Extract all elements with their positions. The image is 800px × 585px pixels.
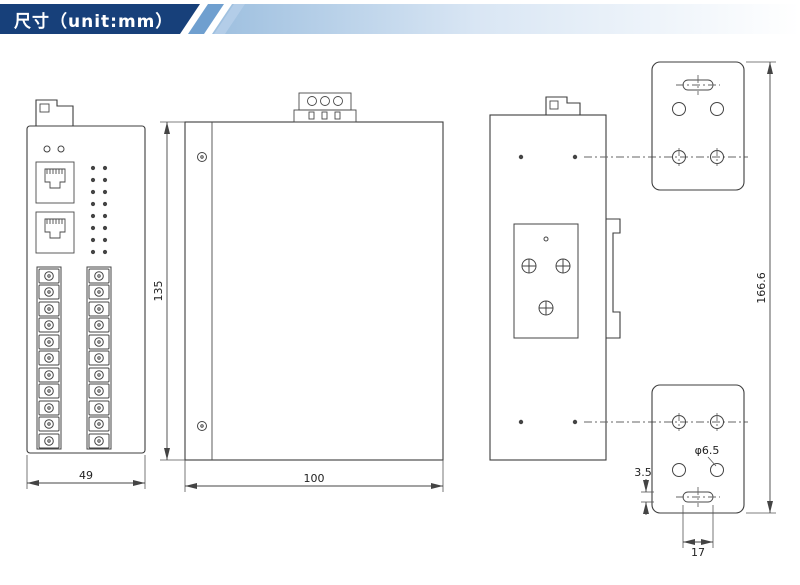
panel-screw-top: [197, 152, 207, 162]
dim-label-bracket-height: 166.6: [755, 272, 768, 304]
rear-top-clip: [545, 96, 581, 116]
terminal-block-right: [86, 266, 112, 450]
banner-gradient-strip: [212, 4, 800, 34]
dim-label-hole-diameter: φ6.5: [695, 444, 720, 457]
panel-screw-bottom: [197, 421, 207, 431]
mount-hole-markers: [518, 154, 578, 425]
dim-hole-spacing: 17: [682, 505, 714, 559]
side-body: [184, 121, 444, 461]
front-view: 49: [26, 99, 146, 489]
dim-label-slot-width: 3.5: [634, 466, 652, 479]
dim-depth: 100: [184, 460, 444, 492]
rj45-port-1: [35, 161, 75, 204]
side-view: 135 100: [152, 92, 444, 492]
bracket-bottom-holes: [672, 415, 724, 477]
banner-stripe-2: [214, 4, 245, 34]
dim-bracket-height: 166.6: [746, 61, 776, 514]
centerlines: [584, 156, 748, 423]
din-rail-clip: [606, 218, 621, 339]
rear-view: [489, 96, 621, 461]
bracket-top-holes: [672, 102, 724, 164]
banner-stripe-1: [188, 4, 224, 34]
mounting-bracket-top: [651, 61, 745, 191]
dim-label-front-width: 49: [79, 469, 93, 482]
dim-hole-diameter: φ6.5: [695, 444, 720, 467]
rear-body: [489, 114, 607, 461]
terminal-block-left: [36, 266, 62, 450]
top-clip: [35, 99, 74, 127]
power-terminal-connector: [293, 92, 357, 123]
dim-label-height: 135: [152, 281, 165, 302]
front-panel: [26, 125, 146, 454]
din-mount-plate: [513, 223, 579, 339]
dim-label-hole-spacing: 17: [691, 546, 705, 559]
bracket-bottom-slot: [676, 487, 720, 507]
dim-slot-width: 3.5: [634, 466, 654, 515]
dim-label-depth: 100: [304, 472, 325, 485]
mounting-bracket-bottom: φ6.5 3.5 17: [634, 384, 745, 559]
rj45-port-2: [35, 211, 75, 254]
dim-front-width: 49: [26, 455, 146, 489]
dim-height: 135: [152, 121, 185, 461]
banner-title-block: [0, 4, 200, 34]
header-banner: 尺寸（unit:mm）: [0, 4, 800, 34]
status-led-matrix: [90, 165, 108, 255]
bracket-top-slot: [676, 75, 720, 95]
page-title: 尺寸（unit:mm）: [14, 11, 173, 32]
power-led-indicators: [43, 145, 65, 153]
